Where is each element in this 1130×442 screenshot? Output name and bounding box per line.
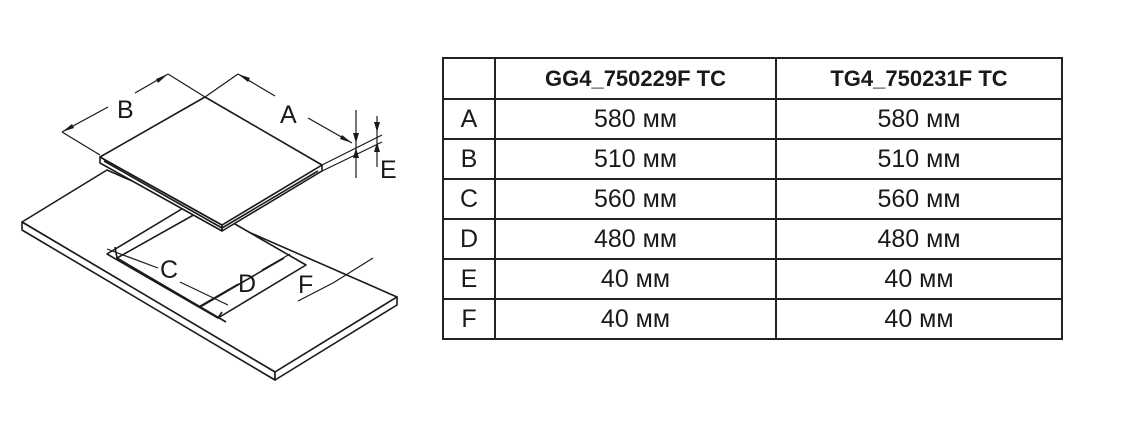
table-row: F 40 мм 40 мм	[442, 298, 1063, 340]
row-label: F	[442, 298, 496, 340]
row-label: C	[442, 178, 496, 220]
row-label: B	[442, 138, 496, 180]
table-row: E 40 мм 40 мм	[442, 258, 1063, 300]
header-model-2: TG4_750231F TC	[775, 57, 1063, 100]
cell-value: 480 мм	[775, 218, 1063, 260]
label-b: B	[117, 96, 134, 124]
row-label: E	[442, 258, 496, 300]
label-f: F	[298, 271, 313, 299]
row-label: A	[442, 98, 496, 140]
cell-value: 40 мм	[775, 258, 1063, 300]
table-header-row: GG4_750229F TC TG4_750231F TC	[442, 57, 1063, 100]
arrowheads	[62, 74, 380, 158]
cell-value: 580 мм	[775, 98, 1063, 140]
label-a: A	[280, 101, 297, 129]
table-row: A 580 мм 580 мм	[442, 98, 1063, 140]
cell-value: 480 мм	[494, 218, 777, 260]
cell-value: 560 мм	[494, 178, 777, 220]
header-empty	[442, 57, 496, 100]
label-e: E	[380, 156, 397, 184]
table-row: C 560 мм 560 мм	[442, 178, 1063, 220]
cell-value: 510 мм	[775, 138, 1063, 180]
label-d: D	[238, 270, 256, 298]
cell-value: 40 мм	[494, 258, 777, 300]
table-row: B 510 мм 510 мм	[442, 138, 1063, 180]
cell-value: 40 мм	[494, 298, 777, 340]
cell-value: 40 мм	[775, 298, 1063, 340]
table-row: D 480 мм 480 мм	[442, 218, 1063, 260]
installation-diagram: B A E C D F	[21, 73, 398, 381]
header-model-1: GG4_750229F TC	[494, 57, 777, 100]
label-c: C	[160, 256, 178, 284]
cell-value: 510 мм	[494, 138, 777, 180]
row-label: D	[442, 218, 496, 260]
cell-value: 580 мм	[494, 98, 777, 140]
dimensions-table: GG4_750229F TC TG4_750231F TC A 580 мм 5…	[442, 57, 1063, 340]
cell-value: 560 мм	[775, 178, 1063, 220]
